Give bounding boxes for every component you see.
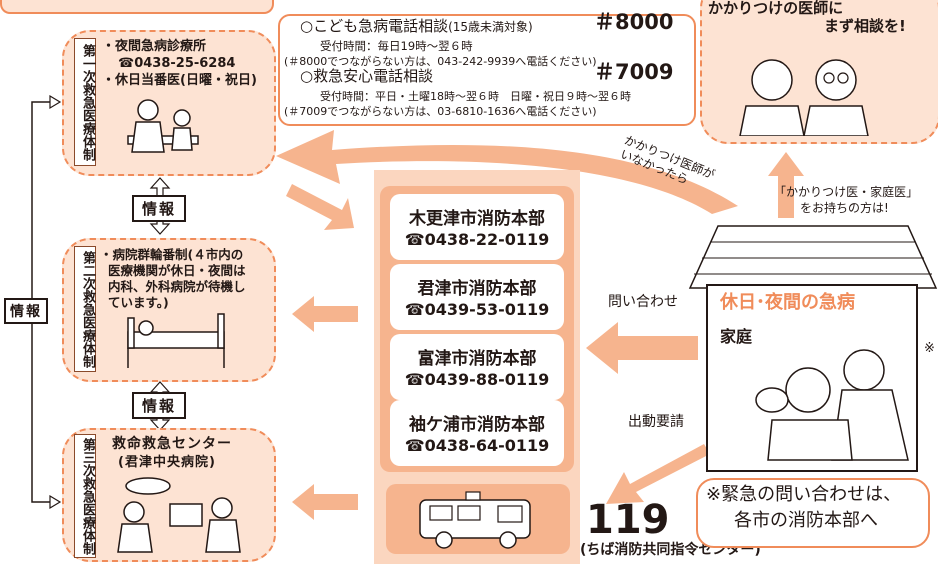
- urgent-note-line-2: 各市の消防本部へ: [734, 510, 878, 531]
- tertiary-care-panel: [62, 428, 276, 562]
- station-tel: ☎0438-22-0119: [404, 230, 550, 249]
- night-clinic-phone: ☎0438-25-6284: [118, 56, 236, 71]
- gp-note-line-1: 「かかりつけ医・家庭医」: [774, 185, 919, 199]
- station-card-sodegaura: 袖ケ浦市消防本部 ☎0438-64-0119: [390, 400, 564, 466]
- emergency-center-subtitle: (君津中央病院): [118, 455, 216, 470]
- emergency-center-title: 救命救急センター: [112, 436, 232, 452]
- adult-consult-number: ＃7009: [594, 60, 674, 84]
- rotation-line-3: 内科、外科病院が待機し: [108, 279, 246, 294]
- dispatch-arrow: [606, 444, 710, 504]
- ambulance-illustration: [419, 491, 531, 549]
- info-label-2: 情報: [132, 392, 187, 419]
- gp-note-line-2: をお持ちの方は!: [800, 201, 889, 215]
- kids-consult-alt: (＃8000でつながらない方は、043-242-9939へ電話ください): [284, 55, 597, 68]
- adult-consult-alt: (＃7009でつながらない方は、03-6810-1636へ電話ください): [284, 105, 597, 118]
- station-card-futtsu: 富津市消防本部 ☎0439-88-0119: [390, 334, 564, 400]
- arrow-to-primary: [286, 184, 354, 230]
- info-label-side: 情報: [4, 298, 48, 324]
- station-card-kimitsu: 君津市消防本部 ☎0439-53-0119: [390, 264, 564, 330]
- kids-consult-title: ○こども急病電話相談(15歳未満対象): [300, 18, 533, 36]
- urgent-note-box: [696, 478, 930, 548]
- gp-up-arrow: [768, 152, 804, 218]
- adult-consult-hours: 受付時間：平日・土曜18時〜翌６時 日曜・祝日９時〜翌６時: [320, 90, 631, 103]
- station-name: 富津市消防本部: [417, 349, 537, 369]
- primary-care-vertical-label: 第一次救急医療体制: [74, 38, 96, 166]
- station-tel: ☎0438-64-0119: [404, 436, 550, 455]
- station-tel: ☎0439-88-0119: [404, 370, 550, 389]
- station-name: 木更津市消防本部: [409, 209, 545, 229]
- phone-consult-box: [278, 14, 696, 126]
- rotation-line-4: ています。): [108, 295, 169, 310]
- gp-consult-illustration: [739, 59, 869, 136]
- dispatch-label: 出動要請: [628, 414, 684, 430]
- doctor-child-illustration: [127, 99, 199, 153]
- station-tel: ☎0439-53-0119: [404, 300, 550, 319]
- gp-line-2: まず相談を!: [824, 17, 906, 35]
- rotation-line-1: ・病院群輪番制(４市内の: [100, 247, 244, 262]
- adult-consult-title: ○救急安心電話相談: [300, 67, 434, 85]
- station-name: 君津市消防本部: [417, 279, 537, 299]
- station-card-kisarazu: 木更津市消防本部 ☎0438-22-0119: [390, 194, 564, 260]
- inquiry-label: 問い合わせ: [608, 294, 678, 310]
- inquiry-arrow: [586, 322, 698, 374]
- info-label-1b: 情報: [132, 195, 187, 222]
- top-banner-fragment: [0, 0, 274, 14]
- rotation-line-2: 医療機関が休日・夜間は: [108, 263, 246, 278]
- kids-consult-title-text: ○こども急病電話相談: [300, 17, 449, 35]
- kids-consult-note: (15歳未満対象): [448, 20, 533, 34]
- arrow-to-tertiary: [292, 484, 358, 520]
- sick-child-illustration: [755, 349, 909, 461]
- kids-consult-number: ＃8000: [594, 10, 674, 34]
- home-emergency-title: 休日･夜間の急病: [720, 292, 855, 313]
- night-clinic-label: ・夜間急病診療所: [102, 39, 207, 54]
- house-roof: [688, 225, 938, 289]
- tertiary-care-vertical-label: 第三次救急医療体制: [74, 434, 96, 558]
- kids-consult-hours: 受付時間：毎日19時〜翌６時: [320, 39, 473, 53]
- emergency-number: 119: [586, 497, 670, 543]
- edge-mark: ※: [924, 341, 935, 356]
- holiday-doctor-label: ・休日当番医(日曜・祝日): [102, 73, 257, 88]
- gp-line-1: かかりつけの医師に: [708, 0, 844, 17]
- primary-care-panel: [62, 30, 276, 176]
- secondary-care-vertical-label: 第二次救急医療体制: [74, 246, 96, 372]
- hospital-bed-illustration: [127, 313, 225, 368]
- home-label: 家庭: [720, 327, 753, 346]
- curved-arrow-no-gp: [276, 130, 738, 214]
- secondary-care-panel: [62, 238, 276, 382]
- station-name: 袖ケ浦市消防本部: [409, 415, 545, 435]
- surgery-illustration: [117, 477, 241, 553]
- arrow-to-secondary: [292, 296, 358, 332]
- urgent-note-line-1: ※緊急の問い合わせは、: [706, 484, 902, 505]
